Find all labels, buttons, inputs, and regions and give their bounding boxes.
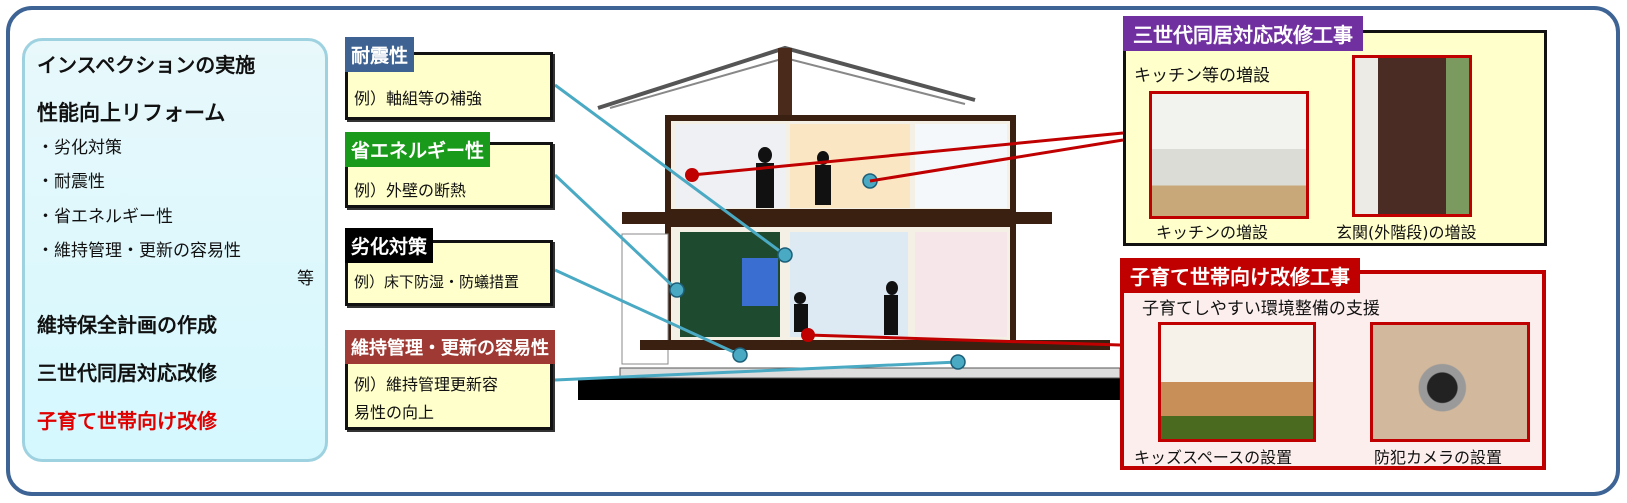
callout-example-cont: 易性の向上 <box>354 403 435 422</box>
reform-item: ・省エネルギー性 <box>37 207 173 227</box>
callout-label-deterioration: 劣化対策 <box>345 228 434 263</box>
callout-example: 例）維持管理更新容 <box>354 375 499 394</box>
reform-item: ・劣化対策 <box>37 138 122 158</box>
reform-heading: 性能向上リフォーム <box>37 101 226 125</box>
child-box: 子育てしやすい環境整備の支援 キッズスペースの設置 防犯カメラの設置 <box>1120 270 1546 470</box>
reform-item: ・耐震性 <box>37 172 105 192</box>
etc-label: 等 <box>297 269 314 289</box>
callout-label-energy: 省エネルギー性 <box>345 132 491 167</box>
kids-space-photo <box>1158 322 1316 442</box>
security-camera-photo <box>1370 322 1530 442</box>
caption-kitchen: キッチンの増設 <box>1156 223 1269 242</box>
child-rearing-heading: 子育て世帯向け改修 <box>37 409 217 433</box>
three-gen-box: キッチン等の増設 キッチンの増設 玄関(外階段)の増設 <box>1123 30 1547 246</box>
reform-item: ・維持管理・更新の容易性 <box>37 241 241 261</box>
child-title: 子育て世帯向け改修工事 <box>1120 258 1360 293</box>
outer-frame <box>6 6 1620 496</box>
three-gen-heading: 三世代同居対応改修 <box>37 361 217 385</box>
caption-kids-space: キッズスペースの設置 <box>1134 448 1293 467</box>
callout-box-maintenance: 例）維持管理更新容 易性の向上 <box>345 360 553 430</box>
caption-entrance: 玄関(外階段)の増設 <box>1336 223 1477 242</box>
kitchen-photo <box>1149 91 1309 219</box>
inspection-heading: インスペクションの実施 <box>37 53 256 77</box>
three-gen-subtitle: キッチン等の増設 <box>1134 66 1270 86</box>
maintenance-plan-heading: 維持保全計画の作成 <box>37 313 217 337</box>
child-subtitle: 子育てしやすい環境整備の支援 <box>1142 299 1380 319</box>
callout-label-maintenance: 維持管理・更新の容易性 <box>345 330 555 364</box>
entrance-photo <box>1352 55 1472 217</box>
callout-example: 例）軸組等の補強 <box>354 89 483 108</box>
summary-panel: インスペクションの実施 性能向上リフォーム ・劣化対策 ・耐震性 ・省エネルギー… <box>22 38 328 462</box>
caption-camera: 防犯カメラの設置 <box>1374 448 1503 467</box>
callout-example: 例）外壁の断熱 <box>354 181 467 200</box>
callout-label-seismic: 耐震性 <box>345 37 415 72</box>
three-gen-title: 三世代同居対応改修工事 <box>1123 16 1363 51</box>
callout-example: 例）床下防湿・防蟻措置 <box>354 273 520 291</box>
